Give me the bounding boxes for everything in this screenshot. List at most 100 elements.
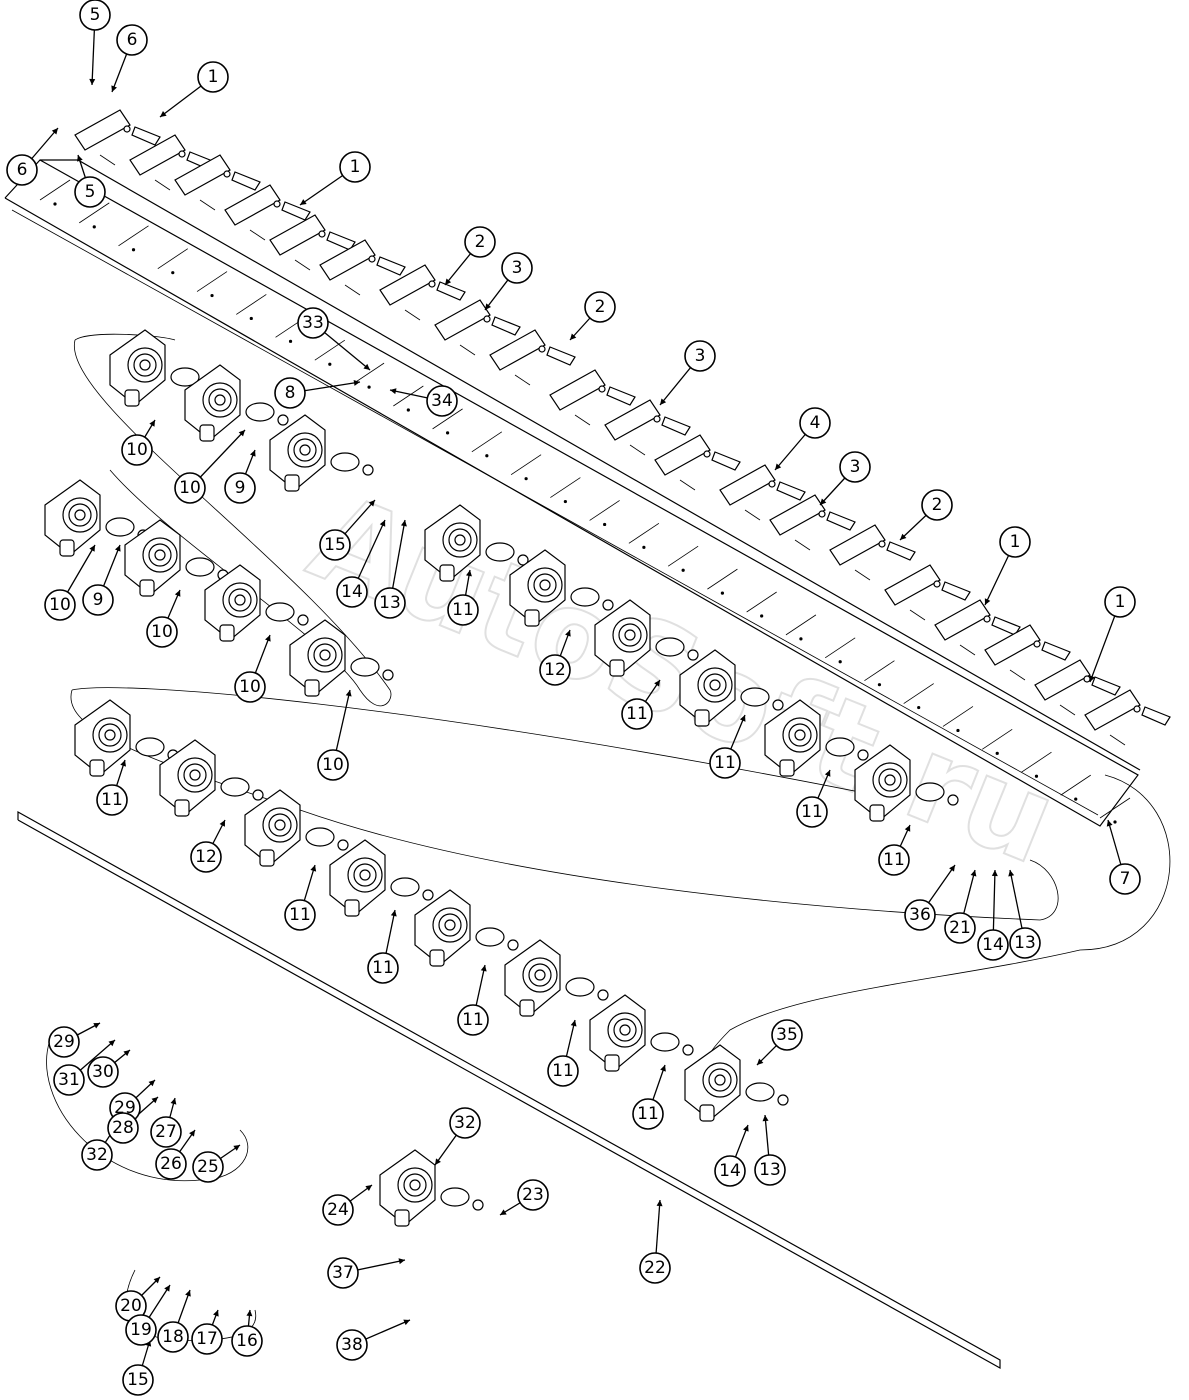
leader-arrowhead: [89, 78, 96, 85]
leader-arrowhead: [345, 690, 352, 697]
gearbox-unit: [329, 839, 434, 917]
leader-arrowhead: [390, 910, 397, 917]
part-number: 10: [151, 622, 173, 642]
part-callout: 34: [426, 385, 458, 417]
leader-arrowhead: [570, 333, 577, 340]
part-callout: 2: [584, 291, 616, 323]
trough-hole: [877, 683, 882, 687]
leader-arrowhead: [656, 1200, 663, 1207]
part-number: 10: [126, 440, 148, 460]
part-number: 23: [522, 1185, 544, 1205]
part-number: 5: [90, 5, 101, 25]
part-number: 1: [1010, 532, 1021, 552]
part-callout: 30: [87, 1056, 119, 1088]
part-callout: 6: [6, 154, 38, 186]
leader-arrowhead: [565, 630, 571, 637]
part-number: 11: [101, 790, 123, 810]
part-number: 10: [322, 755, 344, 775]
gearbox-unit: [414, 889, 519, 967]
gearbox-unit: [679, 649, 784, 727]
part-callout: 1: [339, 151, 371, 183]
part-number: 11: [637, 1104, 659, 1124]
trough-rib: [589, 500, 620, 521]
leader-arrowhead: [51, 128, 58, 135]
part-callout: 32: [449, 1107, 481, 1139]
leader-arrowhead: [398, 1258, 405, 1265]
trough-rib: [982, 729, 1013, 750]
knife-guard: [379, 264, 466, 321]
trough-hole: [720, 591, 725, 595]
trough-rib: [79, 202, 110, 224]
leader-arrowhead: [390, 388, 397, 395]
part-callout: 31: [53, 1064, 85, 1096]
leader-arrowhead: [111, 85, 117, 92]
knife-guard: [984, 624, 1071, 681]
part-callout: 22: [639, 1252, 671, 1284]
part-callout: 9: [224, 472, 256, 504]
trough-rib: [432, 408, 463, 430]
gearbox-unit: [594, 599, 699, 677]
part-callout: 37: [327, 1257, 359, 1289]
part-callout: 11: [621, 698, 653, 730]
part-number: 6: [17, 160, 28, 180]
part-callout: 2: [921, 489, 953, 521]
trough-rib: [864, 660, 895, 681]
part-callout: 11: [96, 784, 128, 816]
part-number: 33: [302, 313, 324, 333]
leader-arrowhead: [775, 463, 782, 470]
part-number: 3: [512, 258, 523, 278]
leader-arrowhead: [991, 870, 998, 877]
trough-rib: [196, 271, 228, 292]
part-callout: 33: [297, 307, 329, 339]
trough-rib: [510, 454, 542, 475]
trough-hole: [563, 499, 567, 504]
leader-arrowhead: [164, 1285, 170, 1292]
part-number: 15: [324, 535, 346, 555]
gearbox-unit: [204, 564, 309, 642]
trough-hole: [92, 225, 96, 229]
leader-arrowhead: [149, 420, 155, 427]
part-callout: 8: [274, 377, 306, 409]
leader-arrowhead: [739, 715, 746, 722]
group-outline-middle: [70, 687, 1059, 921]
leader-arrowhead: [189, 1129, 195, 1137]
part-callout: 4: [799, 407, 831, 439]
knife-guard: [489, 329, 576, 386]
part-number: 11: [714, 753, 736, 773]
part-callout: 28: [107, 1112, 139, 1144]
part-callout: 10: [121, 434, 153, 466]
gearbox-unit: [269, 414, 374, 492]
rod: [17, 810, 1001, 1370]
part-number: 14: [719, 1161, 741, 1181]
leader-arrowhead: [76, 155, 83, 162]
trough-hole: [406, 408, 410, 412]
gearbox-unit: [109, 329, 214, 407]
part-callout: 11: [878, 844, 910, 876]
gearbox-unit: [74, 699, 179, 777]
knife-guard: [74, 109, 161, 166]
trough-hole: [131, 248, 136, 252]
part-callout: 26: [155, 1148, 187, 1180]
trough-rib: [1060, 774, 1091, 796]
part-callout: 14: [714, 1155, 746, 1187]
part-number: 13: [379, 593, 401, 613]
trough-hole: [1074, 797, 1078, 801]
part-callout: 38: [336, 1329, 368, 1361]
leader-arrowhead: [233, 1145, 240, 1151]
part-number: 7: [1120, 869, 1131, 889]
leader-arrowhead: [757, 1058, 764, 1065]
trough-hole: [956, 728, 960, 733]
gearbox-unit: [424, 504, 529, 582]
knife-guard: [604, 399, 691, 456]
part-number: 1: [208, 67, 219, 87]
leader-arrowhead: [570, 1019, 577, 1027]
gearbox-unit: [854, 744, 959, 822]
part-number: 11: [626, 704, 648, 724]
part-number: 14: [982, 935, 1004, 955]
trough-hole: [995, 751, 999, 755]
trough-rib: [39, 179, 71, 201]
trough-hole: [799, 637, 803, 641]
trough-rib: [118, 225, 149, 247]
part-callout: 6: [116, 24, 148, 56]
part-callout: 15: [122, 1364, 154, 1396]
